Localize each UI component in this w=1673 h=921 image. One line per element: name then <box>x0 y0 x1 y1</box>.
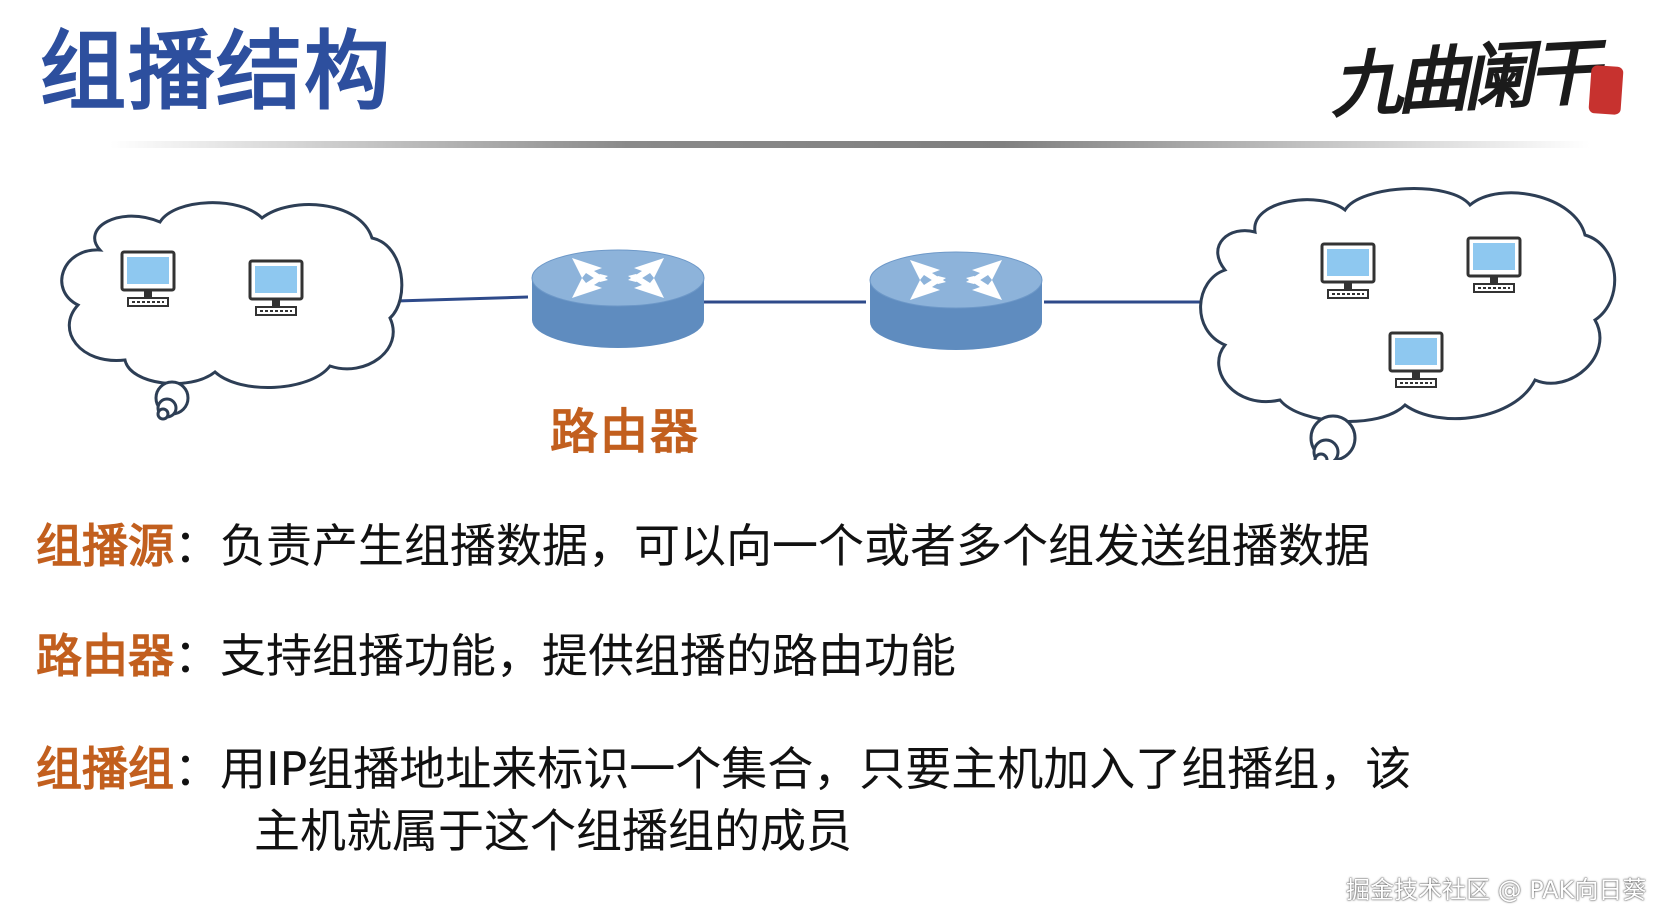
multicast-diagram <box>60 187 1617 460</box>
title-divider <box>110 141 1590 148</box>
link-cloud-router1 <box>395 295 529 303</box>
host-computer-icon <box>248 259 304 317</box>
host-computer-icon <box>1388 331 1444 389</box>
definition-group-continuation: 主机就属于这个组播组的成员 <box>254 804 852 858</box>
definition-text: 支持组播功能，提供组播的路由功能 <box>220 629 956 683</box>
router-label: 路由器 <box>550 404 701 460</box>
right-cloud <box>1199 187 1617 460</box>
definition-source: 组播源：负责产生组播数据，可以向一个或者多个组发送组播数据 <box>36 515 1370 577</box>
term-label: 路由器 <box>36 629 174 683</box>
page-title: 组播结构 <box>40 22 392 122</box>
definition-text: 负责产生组播数据，可以向一个或者多个组发送组播数据 <box>220 519 1370 573</box>
host-computer-icon <box>1320 242 1376 300</box>
term-colon: ： <box>174 742 220 796</box>
term-colon: ： <box>174 519 220 573</box>
definition-text: 用IP组播地址来标识一个集合，只要主机加入了组播组，该 <box>220 742 1412 796</box>
term-colon: ： <box>174 629 220 683</box>
seal-stamp <box>1588 64 1624 116</box>
brand-calligraphy: 九曲阑干 <box>1327 29 1597 128</box>
router-icon <box>869 251 1043 351</box>
left-cloud <box>60 201 404 421</box>
definition-router: 路由器：支持组播功能，提供组播的路由功能 <box>36 625 956 687</box>
term-label: 组播源 <box>36 519 174 573</box>
host-computer-icon <box>1466 236 1522 294</box>
router-icon <box>531 249 705 349</box>
watermark: 掘金技术社区 @ PAK向日葵 <box>1346 876 1647 904</box>
host-computer-icon <box>120 250 176 308</box>
term-label: 组播组 <box>36 742 174 796</box>
definition-group: 组播组：用IP组播地址来标识一个集合，只要主机加入了组播组，该 <box>36 738 1411 800</box>
